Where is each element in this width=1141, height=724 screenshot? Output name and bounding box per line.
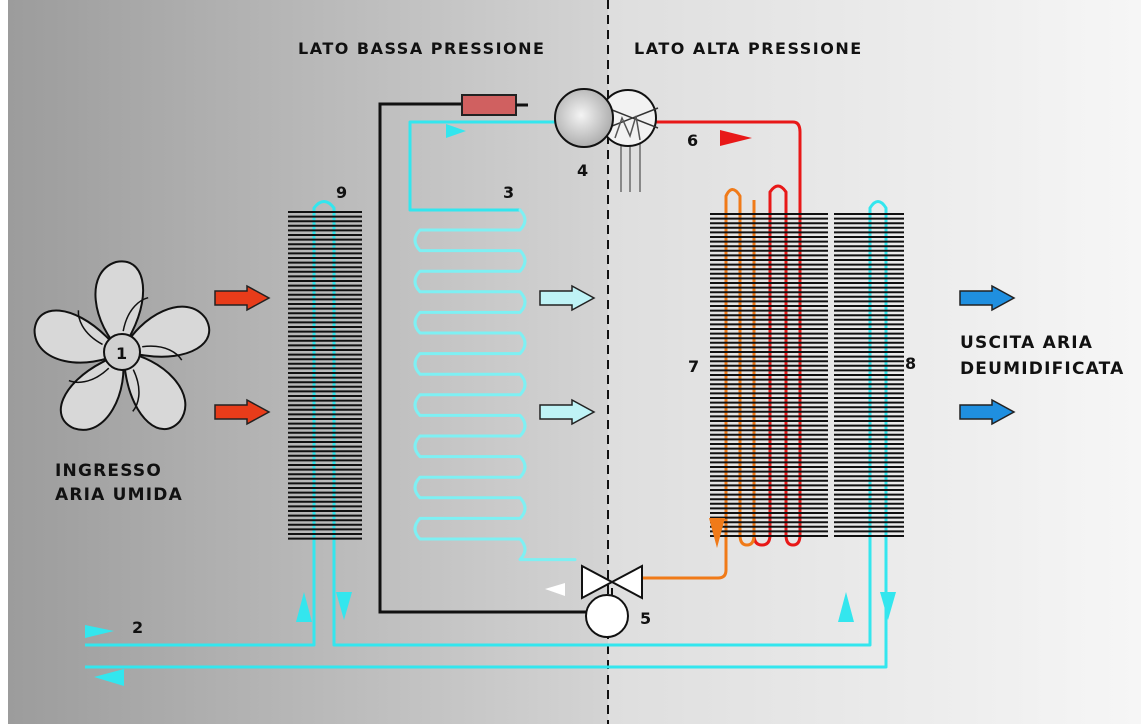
label-7: 7 [688, 357, 699, 376]
label-5: 5 [640, 609, 651, 628]
label-6: 6 [687, 131, 698, 150]
inlet-caption-line1: INGRESSO [55, 461, 162, 481]
airflow-arrows [214, 284, 1016, 426]
outlet-arrow [959, 398, 1016, 426]
label-fan-number: 1 [116, 344, 127, 363]
cool-air-arrow [539, 284, 596, 312]
low-pressure-loop [85, 200, 888, 669]
fan-blade [94, 260, 145, 354]
high-pressure-title: LATO ALTA PRESSIONE [634, 39, 863, 58]
fan-hub [103, 333, 141, 371]
inlet-arrow [214, 284, 271, 312]
flow-pointer-liquid [709, 518, 725, 548]
flow-pointer-down-right [880, 592, 896, 620]
inlet-arrow [214, 398, 271, 426]
hot-gas-line [654, 120, 802, 547]
outlet-caption-line2: DEUMIDIFICATA [960, 359, 1125, 379]
label-2: 2 [132, 618, 143, 637]
expansion-valve-icon [581, 564, 643, 638]
label-8: 8 [905, 354, 916, 373]
fan-blade [120, 350, 187, 431]
liquid-line [642, 188, 756, 580]
flow-pointer-hot-gas [720, 130, 752, 146]
flow-pointer-up-left [296, 592, 312, 622]
cool-air-arrow [539, 398, 596, 426]
fan-blade [59, 350, 125, 431]
flow-pointer-evap-out [545, 583, 565, 596]
inlet-caption-line2: ARIA UMIDA [55, 485, 183, 505]
fan-blade [120, 305, 211, 358]
outlet-caption-line1: USCITA ARIA [960, 333, 1093, 353]
fan-blade [33, 309, 124, 364]
fan-icon [33, 260, 211, 431]
flow-pointer-down-left [336, 592, 352, 620]
reheat-coil-fins [834, 213, 904, 537]
evaporator-coil [408, 120, 577, 562]
compressor-icon [554, 88, 659, 192]
flow-pointer-evap-in [446, 124, 466, 138]
flow-pointer-up-right [838, 592, 854, 622]
low-pressure-title: LATO BASSA PRESSIONE [298, 39, 545, 58]
condenser-fins [710, 213, 828, 537]
pre-coil-fins [288, 211, 362, 540]
label-4: 4 [577, 161, 588, 180]
outlet-arrow [959, 284, 1016, 312]
filter-drier-icon [461, 94, 517, 116]
return-line [378, 102, 590, 614]
flow-pointer-outlet [94, 669, 124, 686]
label-9: 9 [336, 183, 347, 202]
label-3: 3 [503, 183, 514, 202]
flow-pointer-inlet [85, 625, 114, 638]
